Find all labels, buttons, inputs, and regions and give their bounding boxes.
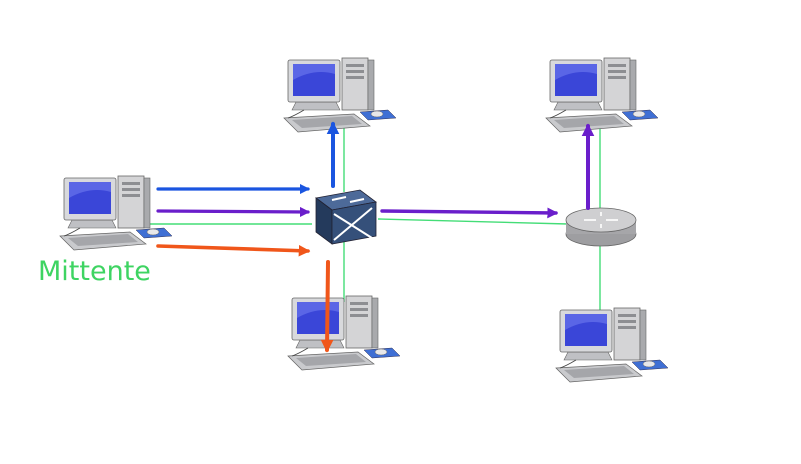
pc-top-center-computer-icon: [283, 57, 397, 133]
sender-computer-icon: [59, 175, 173, 251]
link-switch-router: [377, 218, 569, 225]
switch-icon: [315, 189, 377, 245]
arrow-purple-sender-to-switch: [156, 206, 311, 218]
pc-top-right-computer-icon: [545, 57, 659, 133]
sender-label: Mittente: [38, 256, 151, 287]
pc-bottom-center-computer-icon: [287, 295, 401, 371]
arrow-orange-switch-to-pc-bottom: [320, 260, 334, 353]
router-icon: [565, 207, 637, 247]
arrow-orange-sender-to-switch: [156, 244, 311, 257]
flow-arrows: [156, 121, 595, 353]
arrow-purple-switch-to-router: [380, 207, 559, 219]
network-links: [120, 120, 601, 312]
pc-bottom-right-computer-icon: [555, 307, 669, 383]
